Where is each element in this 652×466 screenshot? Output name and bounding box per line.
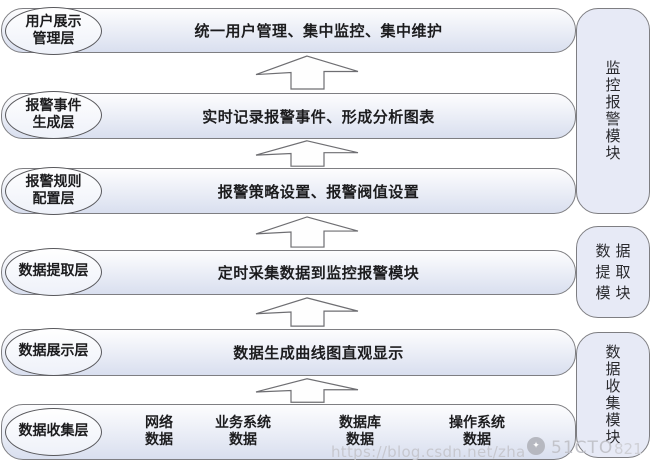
up-arrow-icon xyxy=(254,55,360,90)
module-label: 监 控 报 警 模 块 xyxy=(605,59,621,162)
band-data-extract-layer: 定时采集数据到监控报警模块 xyxy=(1,250,576,295)
module-monitor-alarm: 监 控 报 警 模 块 xyxy=(576,8,650,214)
data-source-database: 数据库 数据 xyxy=(339,415,381,448)
module-label: 数据 提取 模块 xyxy=(595,241,636,302)
band-desc: 统一用户管理、集中监控、集中维护 xyxy=(194,22,443,40)
up-arrow-icon xyxy=(254,140,360,167)
module-data-collect: 数 据 收 集 模 块 xyxy=(576,332,650,458)
data-source-business-system: 业务系统 数据 xyxy=(215,415,271,448)
layer-ellipse-data-collect: 数据收集层 xyxy=(5,408,102,456)
layer-ellipse-user-display: 用户展示 管理层 xyxy=(5,7,102,55)
band-desc: 报警策略设置、报警阀值设置 xyxy=(217,182,420,201)
module-label: 数 据 收 集 模 块 xyxy=(605,343,621,446)
data-source-network: 网络 数据 xyxy=(145,415,173,448)
band-desc: 定时采集数据到监控报警模块 xyxy=(217,264,420,282)
layer-ellipse-data-display: 数据展示层 xyxy=(5,328,102,376)
band-desc: 实时记录报警事件、形成分析图表 xyxy=(202,107,435,126)
band-desc: 数据生成曲线图直观显示 xyxy=(233,344,404,362)
up-arrow-icon xyxy=(254,378,360,403)
layer-ellipse-alarm-rule: 报警规则 配置层 xyxy=(5,167,102,215)
layer-ellipse-alarm-event: 报警事件 生成层 xyxy=(5,91,102,139)
up-arrow-icon xyxy=(254,297,360,327)
up-arrow-icon xyxy=(254,216,360,248)
module-data-extract: 数据 提取 模块 xyxy=(576,226,650,318)
layer-ellipse-data-extract: 数据提取层 xyxy=(5,248,102,296)
data-source-os: 操作系统 数据 xyxy=(449,415,505,448)
